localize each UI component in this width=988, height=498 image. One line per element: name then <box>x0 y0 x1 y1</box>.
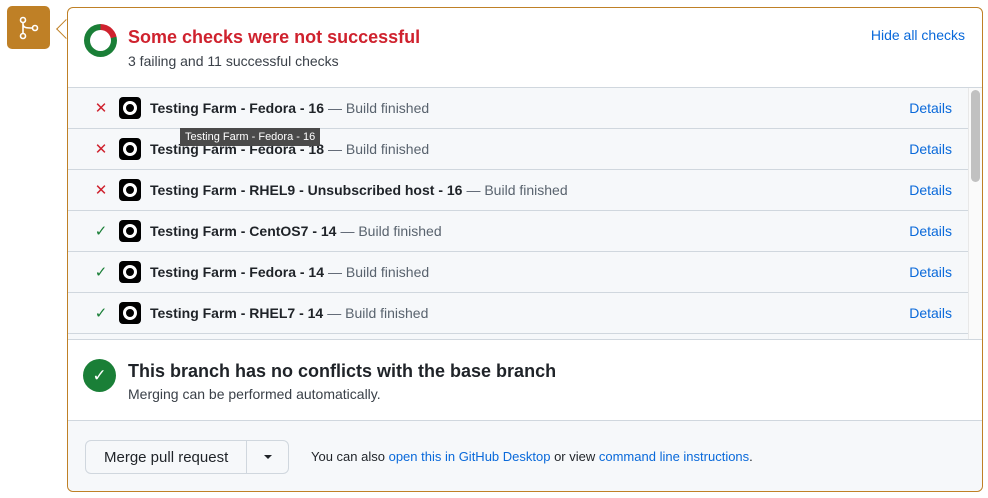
check-row: ✕ Testing Farm - Fedora - 16— Build finis… <box>68 88 968 129</box>
details-link[interactable]: Details <box>909 305 952 321</box>
footer-text-2: or view <box>550 449 599 464</box>
check-row: ✓ Testing Farm - Fedora - 14— Build finis… <box>68 252 968 293</box>
merge-status-subtitle: Merging can be performed automatically. <box>128 386 381 402</box>
check-name: Testing Farm - RHEL9 - Unsubscribed host… <box>150 182 463 198</box>
git-merge-icon <box>19 16 38 39</box>
github-app-icon <box>119 97 141 119</box>
check-circle-icon: ✓ <box>83 359 116 392</box>
details-link[interactable]: Details <box>909 182 952 198</box>
check-icon: ✓ <box>94 305 108 322</box>
checks-header: Some checks were not successful 3 failin… <box>68 8 982 88</box>
scrollbar[interactable] <box>968 88 982 339</box>
check-row: ✓ Testing Farm - RHEL7 - 14— Build finish… <box>68 293 968 334</box>
check-name: Testing Farm - Fedora - 16 <box>150 100 324 116</box>
open-github-desktop-link[interactable]: open this in GitHub Desktop <box>388 449 551 464</box>
command-line-instructions-link[interactable]: command line instructions <box>598 449 750 464</box>
merge-footer: Merge pull request You can also open thi… <box>68 420 982 491</box>
merge-status: ✓ This branch has no conflicts with the … <box>68 339 982 421</box>
merge-status-title: This branch has no conflicts with the ba… <box>128 361 557 381</box>
details-link[interactable]: Details <box>909 264 952 280</box>
check-description: — Build finished <box>328 100 430 116</box>
github-app-icon <box>119 179 141 201</box>
merge-options-dropdown[interactable] <box>246 441 288 473</box>
x-icon: ✕ <box>94 100 108 117</box>
tooltip: Testing Farm - Fedora - 16 <box>180 128 321 146</box>
github-app-icon <box>119 302 141 324</box>
check-description: — Build finished <box>328 141 430 157</box>
checks-status-donut-icon <box>84 24 117 57</box>
merge-pull-request-button[interactable]: Merge pull request <box>104 448 229 466</box>
git-branch-badge <box>7 6 50 49</box>
details-link[interactable]: Details <box>909 141 952 157</box>
check-row: ✓ Testing Farm - CentOS7 - 14— Build fini… <box>68 211 968 252</box>
check-description: — Build finished <box>327 305 429 321</box>
github-app-icon <box>119 220 141 242</box>
footer-text-3: . <box>749 449 753 464</box>
footer-text: You can also open this in GitHub Desktop… <box>311 449 753 464</box>
github-app-icon <box>119 138 141 160</box>
checks-list: ✕Testing Farm - Fedora - 16— Build finis… <box>68 88 982 339</box>
check-description: — Build finished <box>328 264 430 280</box>
merge-button-group: Merge pull request <box>85 440 290 474</box>
check-name: Testing Farm - CentOS7 - 14 <box>150 223 337 239</box>
scrollbar-thumb[interactable] <box>971 90 980 182</box>
check-name: Testing Farm - RHEL7 - 14 <box>150 305 324 321</box>
caret-down-icon <box>263 455 272 459</box>
check-icon: ✓ <box>94 223 108 240</box>
checks-title: Some checks were not successful <box>128 27 421 47</box>
github-app-icon <box>119 261 141 283</box>
check-description: — Build finished <box>340 223 442 239</box>
merge-box: Some checks were not successful 3 failin… <box>67 7 983 492</box>
details-link[interactable]: Details <box>909 100 952 116</box>
check-icon: ✓ <box>94 264 108 281</box>
footer-text-1: You can also <box>311 449 389 464</box>
hide-all-checks-link[interactable]: Hide all checks <box>870 27 965 43</box>
check-row: ✕ Testing Farm - RHEL9 - Unsubscribed hos… <box>68 170 968 211</box>
x-icon: ✕ <box>94 182 108 199</box>
details-link[interactable]: Details <box>909 223 952 239</box>
check-name: Testing Farm - Fedora - 14 <box>150 264 324 280</box>
check-description: — Build finished <box>466 182 568 198</box>
x-icon: ✕ <box>94 141 108 158</box>
checks-summary: 3 failing and 11 successful checks <box>128 53 339 69</box>
